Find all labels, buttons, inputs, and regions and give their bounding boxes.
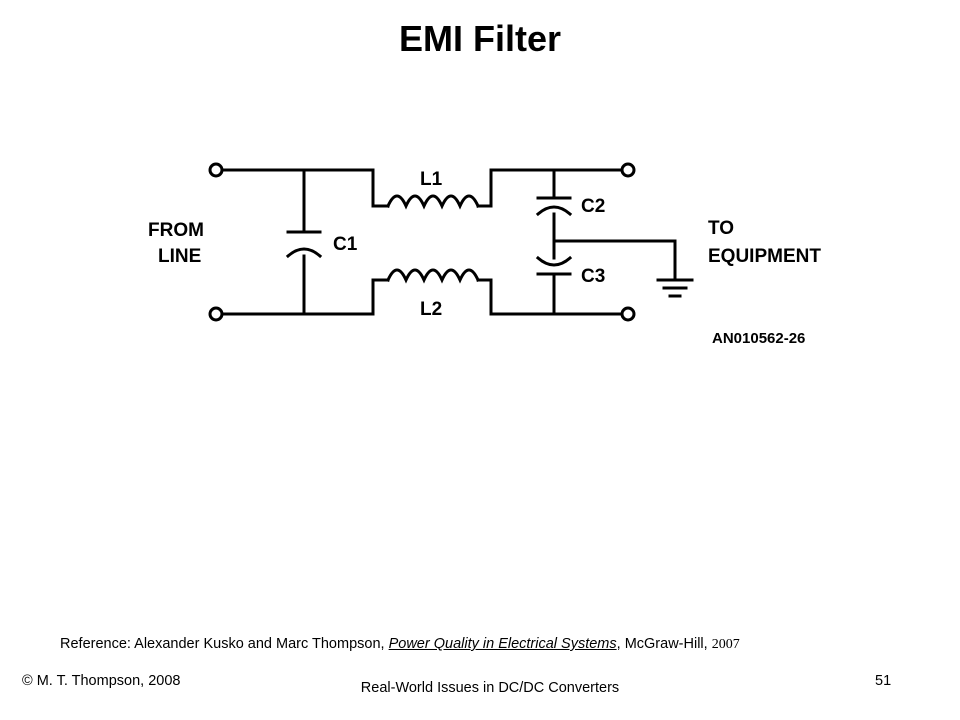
l2-coil	[386, 268, 480, 284]
c1-plate-bottom	[285, 247, 323, 259]
reference-prefix: Reference: Alexander Kusko and Marc Thom…	[60, 636, 389, 652]
bottom-wire	[220, 278, 390, 316]
c1-label: C1	[333, 234, 358, 255]
output-terminal-bottom	[620, 306, 636, 322]
c3-label: C3	[581, 266, 605, 287]
output-terminal-top	[620, 162, 636, 178]
l1-label: L1	[420, 169, 443, 190]
slide-title: EMI Filter	[398, 18, 562, 59]
top-wire	[220, 168, 390, 208]
input-terminal-top	[208, 162, 224, 178]
emi-filter-schematic: FROM LINE C1 L1 L2 C2 C3 TO EQUIPMENT AN…	[148, 162, 821, 347]
c2-label: C2	[581, 196, 605, 217]
bottom-wire-right	[476, 278, 624, 316]
from-line-label-2: LINE	[158, 246, 201, 267]
c2-plate-bottom	[535, 205, 573, 217]
ground-wire	[552, 239, 677, 282]
ground-symbol	[656, 278, 694, 298]
part-code-label: AN010562-26	[712, 330, 805, 347]
to-equipment-label-1: TO	[708, 218, 734, 239]
from-line-label-1: FROM	[148, 220, 204, 241]
slide-number: 51	[875, 673, 892, 689]
reference-year: 2007	[711, 637, 740, 652]
c3-plate-top	[535, 255, 573, 267]
l2-label: L2	[420, 299, 442, 320]
reference-publisher: , McGraw-Hill,	[616, 636, 712, 652]
l1-coil	[386, 194, 480, 210]
input-terminal-bottom	[208, 306, 224, 322]
reference-line: Reference: Alexander Kusko and Marc Thom…	[60, 636, 740, 653]
top-wire-right	[476, 168, 624, 208]
to-equipment-label-2: EQUIPMENT	[708, 246, 821, 267]
course-title: Real-World Issues in DC/DC Converters	[360, 680, 620, 696]
copyright-notice: © M. T. Thompson, 2008	[22, 673, 181, 689]
reference-book-title: Power Quality in Electrical Systems	[388, 636, 617, 652]
